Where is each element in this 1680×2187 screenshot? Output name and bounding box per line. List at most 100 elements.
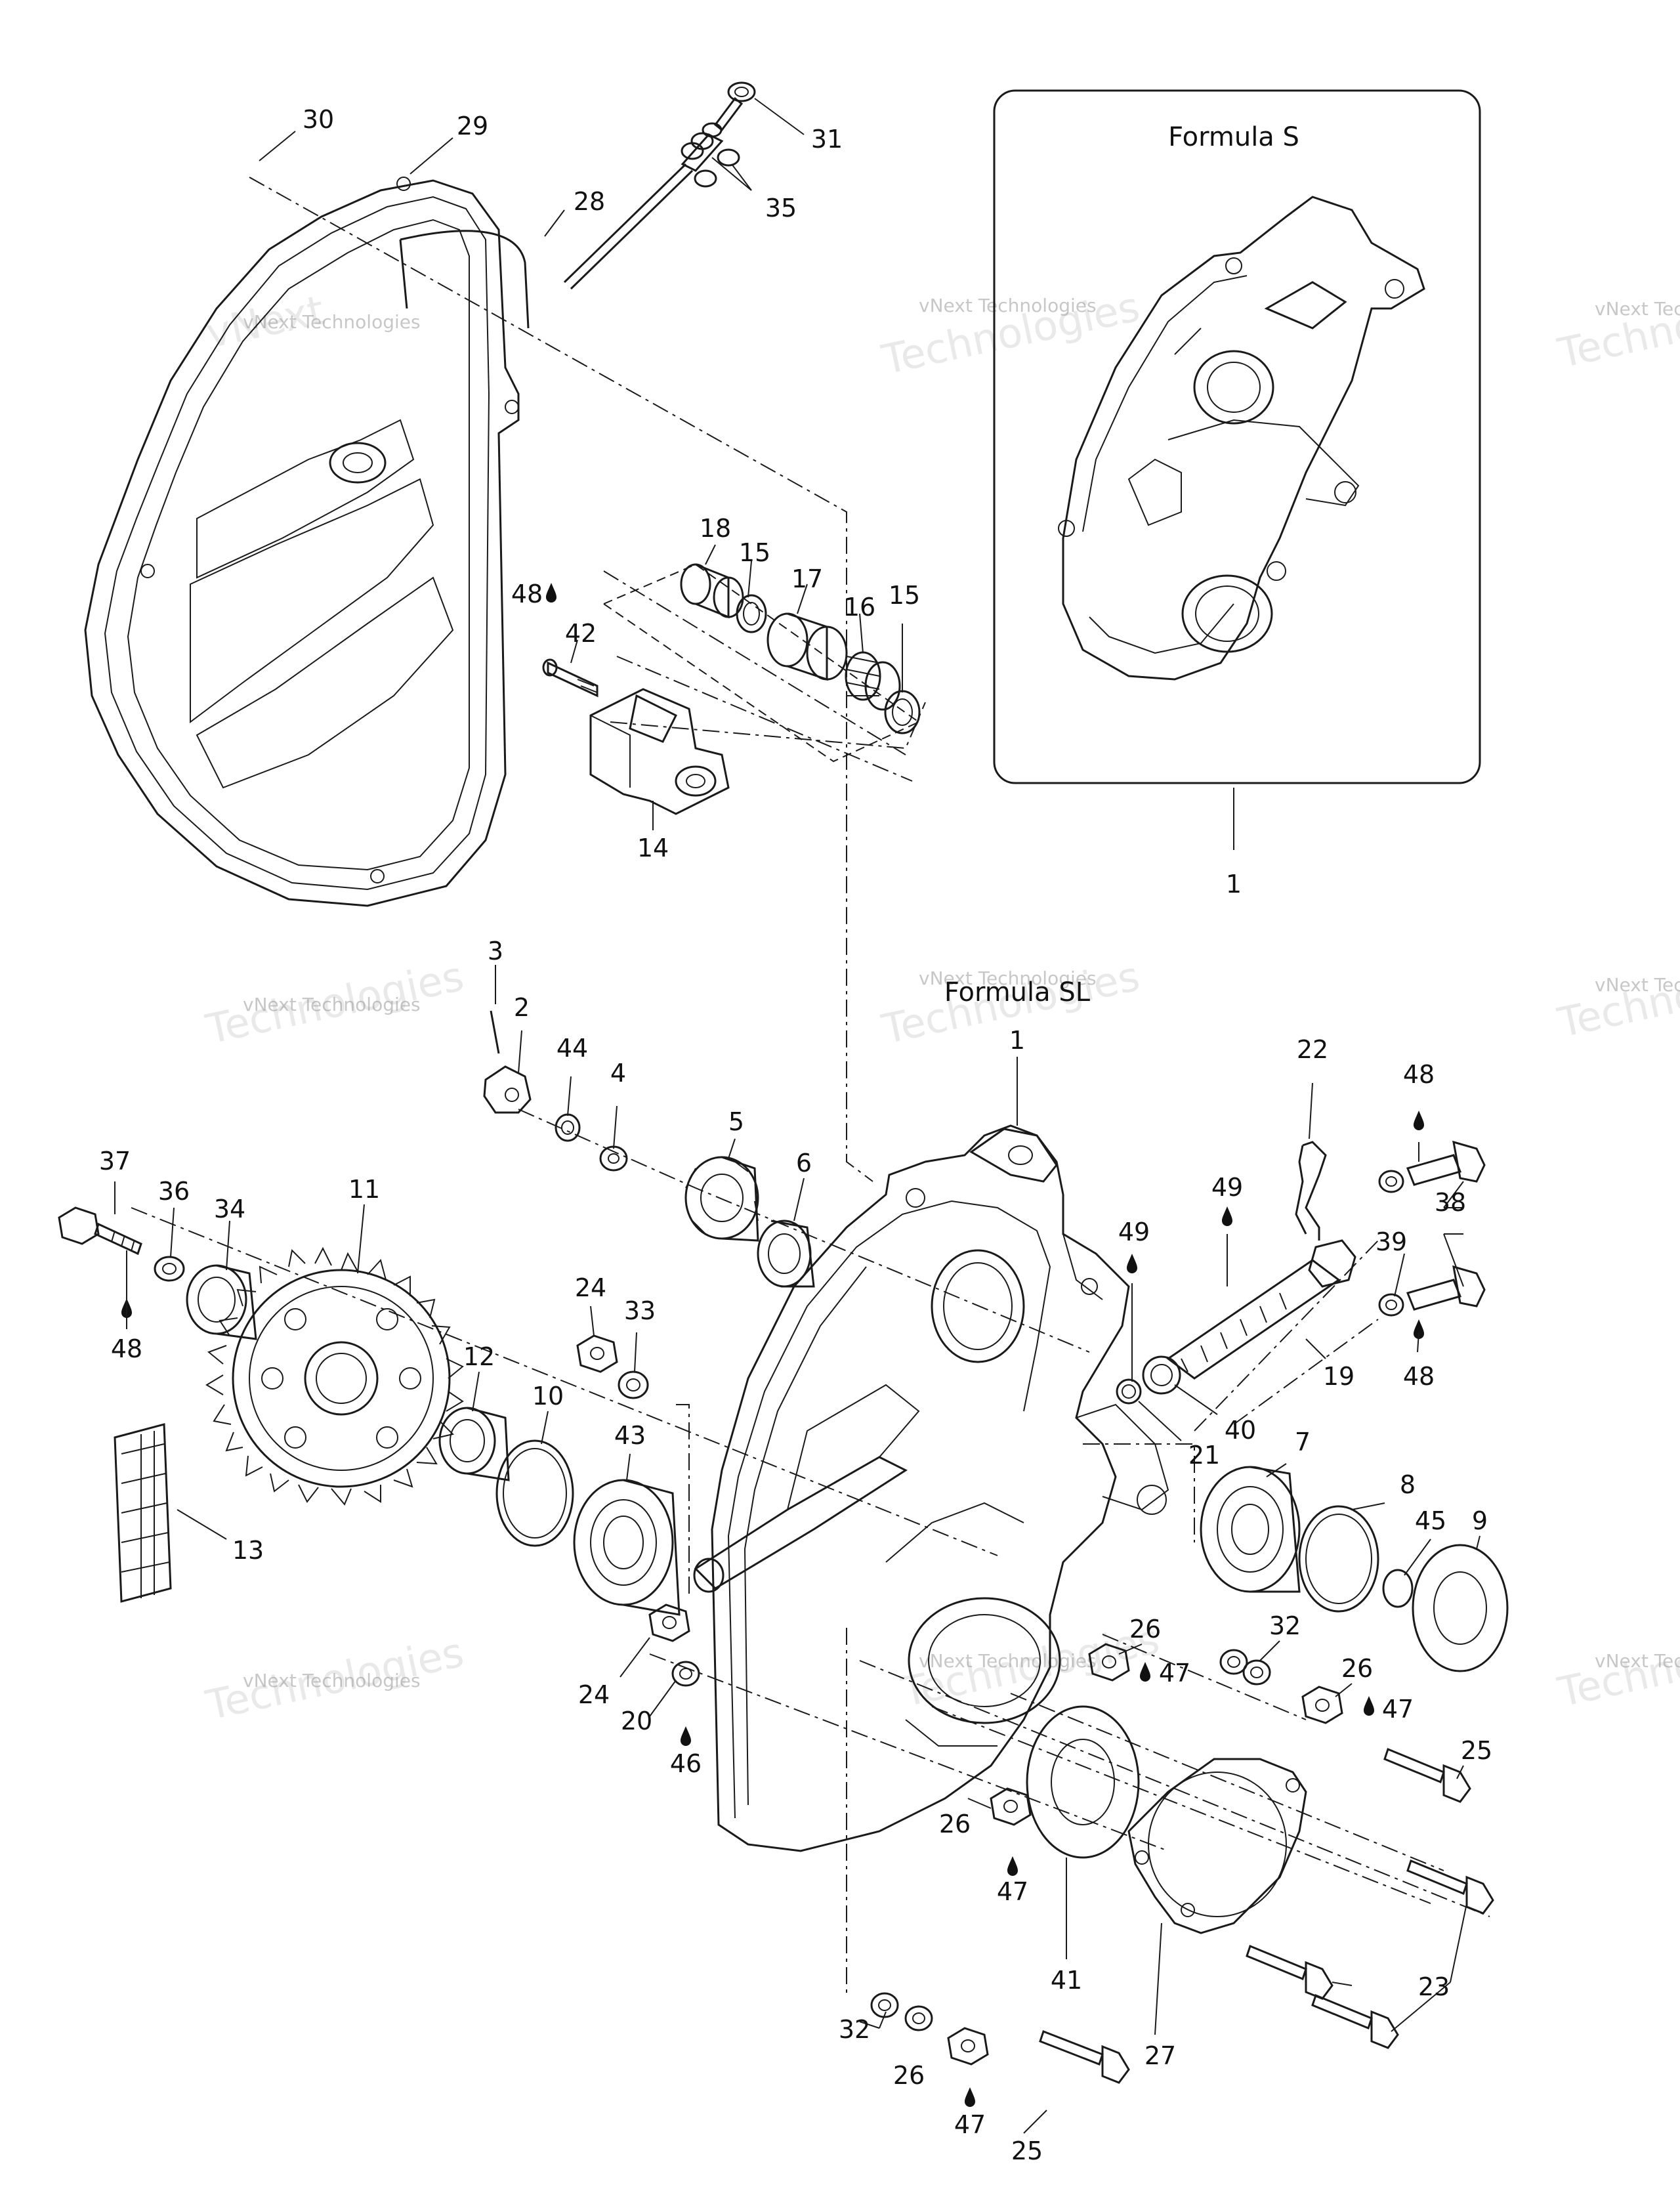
watermark-text: vNext Technologies: [1595, 974, 1680, 996]
callout-24: 24: [578, 1680, 610, 1709]
callout-8: 8: [1400, 1470, 1416, 1499]
callout-14: 14: [637, 834, 669, 862]
drive-sprocket-11: [205, 1246, 464, 1506]
watermark-text: vNext Technologies: [919, 295, 1097, 316]
callout-21: 21: [1188, 1441, 1220, 1470]
tensioner-bearing-set: [602, 563, 921, 763]
callout-19: 19: [1323, 1362, 1354, 1391]
callout-40: 40: [1225, 1416, 1256, 1445]
leader-lines: [114, 98, 1480, 2134]
oil-drop-icon: [1127, 1254, 1137, 1273]
callout-32: 32: [1269, 1611, 1301, 1640]
main-subtitle: Formula SL: [944, 977, 1091, 1008]
callout-2: 2: [514, 993, 530, 1022]
inset-frame: [993, 89, 1481, 784]
drive-chain-13: [114, 1423, 172, 1603]
callout-45: 45: [1415, 1506, 1446, 1535]
callout-11: 11: [348, 1175, 380, 1204]
oil-drop-icon: [1414, 1319, 1424, 1339]
callout-37: 37: [99, 1147, 131, 1176]
callout-25: 25: [1011, 2136, 1043, 2165]
watermark-text: Technologies: [1553, 945, 1680, 1046]
oil-drop-icon: [1414, 1111, 1424, 1130]
o-rings-35: [694, 148, 740, 188]
callout-49: 49: [1118, 1218, 1150, 1246]
right-bearing-set: [1200, 1466, 1509, 1672]
callout-38: 38: [1435, 1188, 1466, 1217]
watermark-group: vNext vNext Technologies Technologies vN…: [201, 276, 1680, 1729]
callout-26: 26: [1341, 1654, 1373, 1683]
callout-48: 48: [1403, 1362, 1435, 1391]
upper-shaft-hardware: [483, 1010, 815, 1288]
callout-3: 3: [488, 937, 503, 966]
callout-12: 12: [463, 1342, 495, 1371]
oil-drop-icon: [546, 583, 556, 603]
watermark-text: vNext Technologies: [243, 311, 421, 333]
callout-17: 17: [791, 564, 823, 593]
callout-48: 48: [111, 1334, 142, 1363]
callout-47: 47: [1159, 1659, 1190, 1688]
oil-drop-icon: [1007, 1856, 1018, 1876]
inset-formula-s: Formula S: [993, 89, 1481, 850]
callout-48: 48: [511, 580, 543, 608]
callout-42: 42: [565, 619, 597, 648]
watermark-text: vNext Technologies: [919, 1650, 1097, 1672]
watermark-text: Technologies: [1553, 276, 1680, 377]
oil-drop-icon: [681, 1726, 691, 1746]
callout-26: 26: [939, 1810, 971, 1838]
callout-27: 27: [1144, 2041, 1176, 2070]
oil-drop-icon: [1222, 1206, 1232, 1226]
callout-6: 6: [796, 1149, 812, 1178]
callout-49: 49: [1211, 1173, 1243, 1202]
callout-30: 30: [303, 105, 334, 134]
callout-26: 26: [893, 2061, 925, 2090]
callout-31: 31: [811, 125, 843, 154]
callout-22: 22: [1297, 1035, 1328, 1064]
callout-34: 34: [214, 1195, 245, 1223]
callout-15: 15: [739, 538, 770, 567]
callout-28: 28: [574, 187, 605, 216]
callout-24: 24: [575, 1273, 606, 1302]
oil-drop-icon: [1140, 1662, 1150, 1682]
callout-23: 23: [1418, 1972, 1450, 2001]
callout-33: 33: [624, 1296, 656, 1325]
callout-29: 29: [457, 112, 488, 140]
callout-4: 4: [610, 1059, 626, 1088]
callout-20: 20: [621, 1707, 652, 1735]
lower-shaft-hardware: [58, 1206, 464, 1603]
watermark-text: vNext Technologies: [1595, 1650, 1680, 1672]
adjuster-assembly: [1116, 1140, 1486, 1405]
adjuster-rod-28: [563, 81, 756, 290]
oil-drop-icon: [1364, 1696, 1374, 1716]
callout-13: 13: [232, 1536, 264, 1565]
callout-35: 35: [765, 194, 797, 223]
callout-1: 1: [1009, 1026, 1025, 1055]
chaincase-housing-1: [693, 1124, 1169, 1852]
callout-5: 5: [728, 1107, 744, 1136]
middle-bearing-set: [438, 1334, 681, 1616]
watermark-text: vNext Technologies: [1595, 298, 1680, 320]
callout-39: 39: [1376, 1227, 1407, 1256]
callout-10: 10: [532, 1382, 564, 1411]
callout-32: 32: [839, 2015, 870, 2044]
inset-title: Formula S: [1168, 122, 1299, 152]
callout-48: 48: [1403, 1060, 1435, 1089]
lubricant-drop-icons: [121, 583, 1424, 2107]
callout-47: 47: [997, 1877, 1028, 1906]
chaincase-cover-29: [84, 177, 530, 907]
callout-26: 26: [1129, 1615, 1161, 1644]
watermark-text: vNext Technologies: [243, 994, 421, 1015]
oil-drop-icon: [965, 2087, 975, 2107]
watermark-text: vNext Technologies: [243, 1670, 421, 1691]
callout-36: 36: [158, 1177, 190, 1206]
lower-fasteners: [648, 1603, 1494, 2084]
callout-9: 9: [1472, 1506, 1488, 1535]
callout-15: 15: [889, 581, 920, 610]
inset-callout-1: 1: [1226, 870, 1242, 899]
callout-18: 18: [700, 514, 731, 543]
assembly-axis-lines: [131, 177, 1490, 1995]
callout-16: 16: [844, 593, 875, 622]
callout-44: 44: [556, 1034, 588, 1063]
